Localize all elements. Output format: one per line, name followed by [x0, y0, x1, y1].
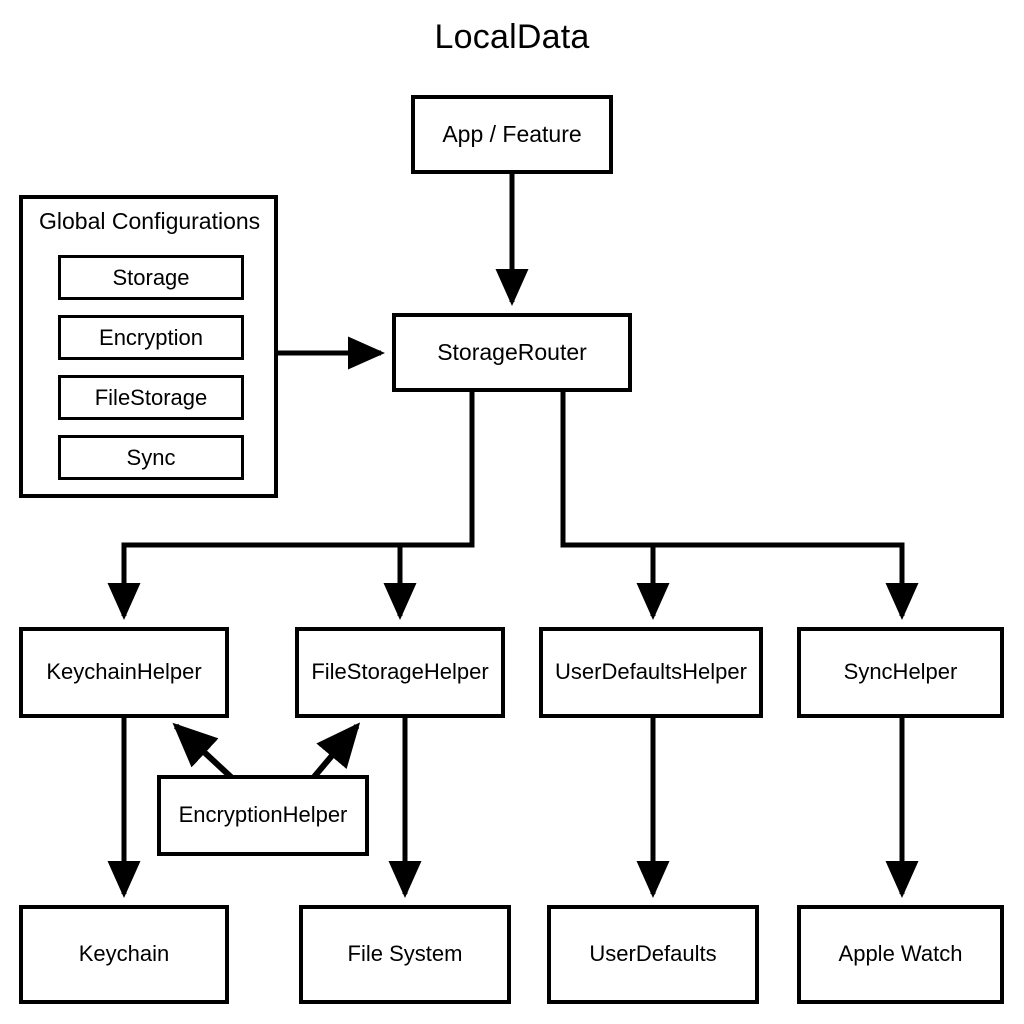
node-label: FileStorageHelper — [311, 659, 489, 685]
config-item-label: Storage — [112, 264, 190, 290]
node-label: StorageRouter — [437, 338, 587, 365]
config-item-encryption[interactable]: Encryption — [58, 315, 244, 360]
config-item-storage[interactable]: Storage — [58, 255, 244, 300]
node-userdefaults[interactable]: UserDefaults — [547, 905, 759, 1004]
config-item-label: Sync — [126, 444, 176, 470]
node-keychain[interactable]: Keychain — [19, 905, 229, 1004]
config-item-sync[interactable]: Sync — [58, 435, 244, 480]
config-item-filestorage[interactable]: FileStorage — [58, 375, 244, 420]
config-item-label: FileStorage — [94, 384, 208, 410]
node-label: EncryptionHelper — [178, 802, 348, 828]
diagram-title: LocalData — [434, 18, 590, 56]
node-app-feature[interactable]: App / Feature — [411, 95, 613, 174]
edge-router-right-trunk — [560, 392, 919, 621]
node-label: UserDefaults — [589, 941, 717, 967]
node-label: SyncHelper — [843, 659, 958, 685]
global-configurations-title: Global Configurations — [39, 208, 261, 234]
node-encryption-helper[interactable]: EncryptionHelper — [157, 775, 369, 856]
node-userdefaults-helper[interactable]: UserDefaultsHelper — [539, 627, 763, 718]
node-label: KeychainHelper — [46, 659, 202, 685]
node-apple-watch[interactable]: Apple Watch — [797, 905, 1004, 1004]
node-keychain-helper[interactable]: KeychainHelper — [19, 627, 229, 718]
node-file-system[interactable]: File System — [299, 905, 511, 1004]
node-sync-helper[interactable]: SyncHelper — [797, 627, 1004, 718]
node-filestorage-helper[interactable]: FileStorageHelper — [295, 627, 505, 718]
node-label: App / Feature — [442, 120, 582, 147]
node-label: UserDefaultsHelper — [555, 659, 747, 685]
global-configurations-panel: Global Configurations Storage Encryption… — [19, 195, 278, 498]
node-storage-router[interactable]: StorageRouter — [392, 313, 632, 392]
node-label: File System — [347, 941, 463, 967]
node-label: Keychain — [78, 941, 170, 967]
node-label: Apple Watch — [838, 941, 963, 967]
config-item-label: Encryption — [99, 324, 203, 350]
